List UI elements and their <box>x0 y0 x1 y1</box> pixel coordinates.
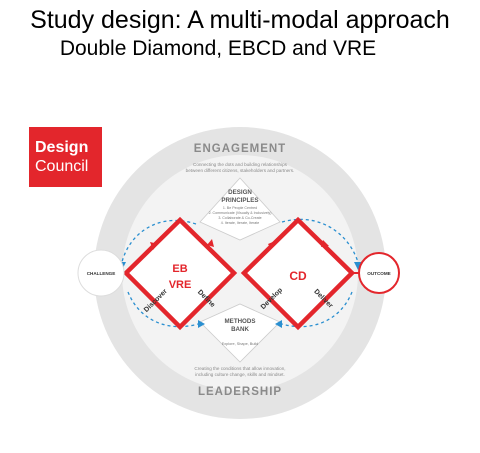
challenge-label: CHALLENGE <box>87 271 116 276</box>
methods-text: Explore, Shape, Build <box>222 342 259 346</box>
engagement-label: ENGAGEMENT <box>194 143 286 155</box>
principle-item: 1. Be People Centred <box>223 206 257 210</box>
slide-title: Study design: A multi-modal approach <box>30 6 450 34</box>
principle-item: 3. Collaborate & Co-Create <box>218 216 261 220</box>
slide-subtitle: Double Diamond, EBCD and VRE <box>59 37 377 60</box>
iteration-arrows <box>121 218 359 328</box>
arrow-marker-icon <box>268 241 275 249</box>
arrow-head-icon <box>198 320 205 328</box>
logo-line-2: Council <box>35 158 88 175</box>
principle-item: 2. Communicate (Visually & Inclusively) <box>209 211 272 215</box>
vre-overlay-label: VRE <box>169 279 192 291</box>
methods-title-1: METHODS <box>225 318 256 325</box>
leadership-text-2: including culture change, skills and min… <box>195 372 285 377</box>
arrow-marker-icon <box>321 240 329 247</box>
arrow-head-icon <box>275 320 282 328</box>
leadership-label: LEADERSHIP <box>198 386 282 398</box>
principles-title-1: DESIGN <box>228 189 252 196</box>
arrow-marker-icon <box>150 242 158 250</box>
logo-line-1: Design <box>35 139 88 156</box>
eb-overlay-label: EB <box>172 263 187 275</box>
cd-overlay-label: CD <box>289 269 307 283</box>
leadership-text-1: Creating the conditions that allow innov… <box>194 366 285 371</box>
engagement-text-2: between different citizens, stakeholders… <box>186 168 295 173</box>
design-council-logo <box>29 127 102 187</box>
methods-title-2: BANK <box>231 326 249 333</box>
engagement-text-1: Connecting the dots and building relatio… <box>193 162 288 167</box>
outcome-circle <box>358 252 400 294</box>
arrow-marker-icon <box>207 239 214 247</box>
principles-title-2: PRINCIPLES <box>221 197 258 204</box>
outcome-label: OUTCOME <box>367 271 390 276</box>
design-principles-box <box>199 177 281 241</box>
inner-disc <box>122 155 358 391</box>
principle-item: 4. Iterate, Iterate, Iterate <box>221 221 260 225</box>
challenge-circle <box>77 249 125 297</box>
arrow-head-icon <box>354 262 362 270</box>
